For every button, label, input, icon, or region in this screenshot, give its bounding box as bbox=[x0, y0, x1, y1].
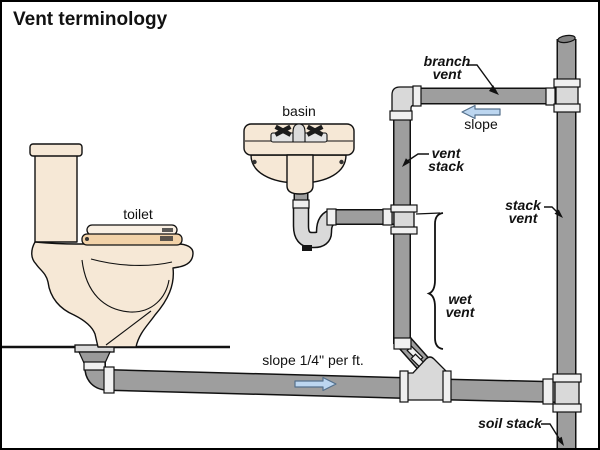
wye-fitting bbox=[399, 345, 452, 403]
label-soil-stack: soil stack bbox=[478, 415, 542, 431]
basin-screw-left bbox=[252, 159, 257, 165]
faucet-handle-right bbox=[306, 124, 324, 137]
stack-vent-tee bbox=[545, 78, 581, 113]
toilet-tank-lid bbox=[29, 143, 83, 157]
seat-hinge bbox=[162, 228, 173, 232]
toilet-bowl bbox=[31, 241, 194, 348]
leader-branch-vent bbox=[466, 64, 499, 95]
basin-drain-tee bbox=[382, 204, 418, 350]
wet-vent-brace bbox=[415, 212, 444, 350]
basin-tailpiece-housing bbox=[286, 154, 314, 195]
basin-drain-pipe bbox=[293, 186, 394, 225]
slope-arrow-right-icon bbox=[294, 376, 337, 392]
leader-stack-vent bbox=[544, 206, 563, 218]
faucet-handle-left bbox=[274, 124, 292, 137]
p-trap bbox=[292, 204, 336, 251]
label-branch-vent: branch vent bbox=[423, 53, 471, 82]
basin-screw-right bbox=[339, 159, 344, 165]
label-toilet: toilet bbox=[123, 206, 153, 222]
page-title: Vent terminology bbox=[13, 9, 168, 30]
drain-to-soil-stack-pipe bbox=[445, 378, 556, 403]
label-stack-vent: stack vent bbox=[505, 197, 541, 226]
stack-vent-open-end bbox=[557, 34, 576, 44]
soil-stack-tee bbox=[542, 373, 582, 413]
toilet-tank bbox=[34, 154, 78, 243]
label-slope-top: slope bbox=[464, 116, 498, 132]
toilet-seat bbox=[81, 233, 183, 246]
slope-arrow-left-icon bbox=[461, 104, 501, 120]
closet-flange bbox=[74, 344, 115, 394]
seat-hinge bbox=[160, 236, 173, 241]
seat-bumper bbox=[85, 237, 89, 241]
faucet-spout bbox=[292, 123, 306, 143]
label-vent-stack: vent stack bbox=[428, 145, 464, 174]
toilet-fixture bbox=[29, 143, 194, 348]
basin-fixture bbox=[243, 123, 355, 195]
trap-cleanout-plug bbox=[302, 245, 312, 251]
branch-vent-elbow bbox=[389, 85, 422, 121]
leader-vent-stack bbox=[402, 153, 429, 167]
label-slope-drain: slope 1/4" per ft. bbox=[262, 352, 364, 368]
leader-soil-stack bbox=[541, 423, 564, 446]
basin-drain-couplings bbox=[292, 199, 337, 226]
label-wet-vent: wet vent bbox=[445, 291, 475, 320]
label-basin: basin bbox=[282, 103, 316, 119]
